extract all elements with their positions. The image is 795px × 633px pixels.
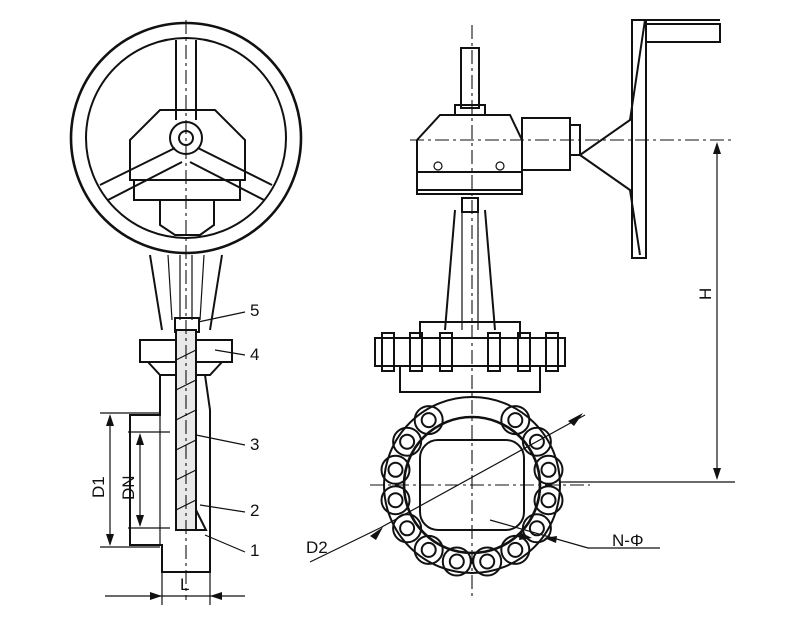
bolt-hole: [387, 461, 404, 478]
l-label: L: [180, 575, 189, 594]
leader-2: [199, 504, 246, 513]
bolt-hole: [387, 492, 404, 509]
d2-diameter-line: [379, 414, 586, 529]
gearbox-flange: [133, 179, 241, 201]
bolt-hole: [399, 433, 416, 450]
gearbox-body: [129, 109, 246, 181]
bolt-hole: [528, 433, 545, 450]
body-neck: [399, 365, 541, 393]
h-label: H: [696, 288, 715, 300]
d2-leader: [309, 527, 381, 563]
lug-scallop: [533, 485, 564, 516]
n-phi-arrows: [519, 532, 557, 543]
bonnet-bolts: [381, 332, 559, 372]
gearbox-side-housing: [521, 117, 571, 171]
bolt-hole: [540, 492, 557, 509]
shaft-collar: [454, 104, 486, 116]
lug-scallop: [500, 534, 531, 565]
n-phi-label: N-Φ: [612, 531, 644, 550]
lug-scallop: [413, 405, 444, 436]
bolt-hole: [479, 553, 496, 570]
front-view: H D2 N-Φ: [306, 19, 735, 600]
bonnet-flange: [374, 337, 566, 367]
lug-scallop: [413, 534, 444, 565]
stem-nut: [461, 197, 479, 213]
gearbox-base: [416, 171, 523, 195]
lug-scallop: [380, 485, 411, 516]
d2-label: D2: [306, 538, 328, 557]
handwheel-spoke-right: [189, 147, 273, 201]
dn-label: DN: [119, 475, 138, 500]
lug-scallop: [380, 454, 411, 485]
coupling: [159, 200, 215, 236]
bolt-hole: [540, 461, 557, 478]
bolt-hole: [507, 541, 524, 558]
input-shaft: [460, 47, 480, 109]
yoke-inner: [167, 254, 205, 321]
handwheel-spoke-left: [99, 147, 183, 201]
leader-3: [195, 434, 246, 446]
leader-1: [204, 534, 246, 553]
leader-4: [214, 349, 246, 356]
handwheel-rim-edge: [631, 19, 647, 259]
lug-scallop: [441, 546, 472, 577]
yoke-column: [444, 209, 496, 331]
part-number-4: 4: [250, 345, 259, 364]
wheel-arm-top: [579, 19, 720, 156]
valve-body-outline: [129, 374, 211, 573]
gearbox-bolt-left: [433, 161, 443, 171]
yoke-outer: [149, 254, 223, 331]
part-number-1: 1: [250, 541, 259, 560]
handwheel-spoke-top: [175, 40, 197, 120]
lug-scallop: [472, 546, 503, 577]
gearbox-bolt-right: [495, 161, 505, 171]
bolt-hole: [399, 520, 416, 537]
bolt-hole: [448, 553, 465, 570]
gearbox-front: [416, 114, 523, 191]
packing-flange-4: [139, 339, 233, 363]
part-number-3: 3: [250, 435, 259, 454]
wheel-arm-bottom: [579, 154, 641, 256]
d1-label: D1: [89, 476, 108, 498]
handwheel-handle: [645, 23, 721, 43]
yoke-stem: [461, 212, 479, 330]
bolt-hole: [507, 412, 524, 429]
leader-5: [197, 311, 246, 323]
bolt-hole: [420, 412, 437, 429]
lug-scallop: [392, 426, 423, 457]
bolt-hole: [420, 541, 437, 558]
part-number-5: 5: [250, 301, 259, 320]
stem-lines: [179, 255, 193, 320]
bolt-hole-ring: [380, 405, 564, 577]
bonnet-top: [419, 321, 521, 339]
bolt-hole: [528, 520, 545, 537]
part-number-2: 2: [250, 501, 259, 520]
lug-scallop: [533, 454, 564, 485]
n-phi-leader: [489, 519, 589, 549]
side-view: 5 4 3 2 1 D1 DN L: [69, 20, 303, 605]
lug-scallop: [500, 405, 531, 436]
